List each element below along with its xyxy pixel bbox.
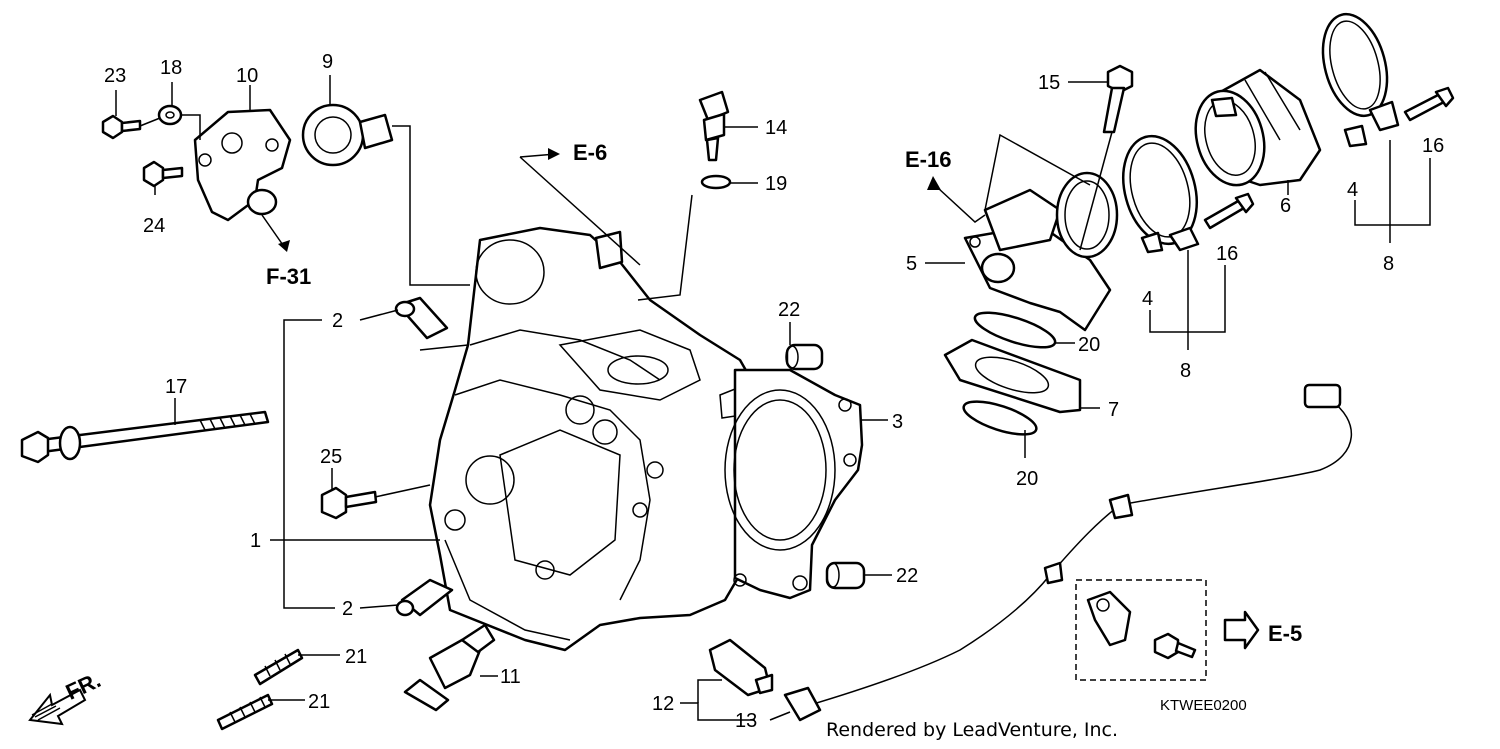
callout-14: 14 (765, 117, 787, 139)
callout-15: 15 (1038, 72, 1060, 94)
callout-10: 10 (236, 65, 258, 87)
callout-7: 7 (1108, 399, 1119, 421)
callout-16-right: 16 (1422, 135, 1444, 157)
bolt-23 (101, 114, 142, 140)
stud-21-top (253, 648, 304, 686)
dowel-pin-22-top (785, 343, 824, 371)
front-arrow-icon (28, 688, 87, 726)
bolt-15 (1102, 64, 1134, 134)
bolt-25 (320, 486, 378, 520)
diagram-code: KTWEE0200 (1160, 697, 1247, 714)
ref-f31: F-31 (266, 264, 311, 289)
callout-2-top: 2 (332, 310, 343, 332)
callout-6: 6 (1280, 195, 1291, 217)
callout-12: 12 (652, 693, 674, 715)
callout-23: 23 (104, 65, 126, 87)
sensor-cable (783, 383, 1353, 722)
callout-8-right: 8 (1383, 253, 1394, 275)
head-gasket (724, 368, 864, 600)
dowel-pin-top (394, 296, 449, 340)
callout-5: 5 (906, 253, 917, 275)
thermostat-cover (193, 108, 292, 222)
temperature-sensor (698, 90, 730, 162)
callout-2-bottom: 2 (342, 598, 353, 620)
clamp-screw-16-left (1203, 192, 1255, 230)
callout-4-right: 4 (1347, 179, 1358, 201)
thermostat (301, 103, 394, 167)
callout-21-top: 21 (345, 646, 367, 668)
detail-box (1075, 579, 1260, 681)
washer-19 (700, 174, 732, 190)
insulator (943, 338, 1082, 414)
callout-8-left: 8 (1180, 360, 1191, 382)
clamp-band-left (1122, 134, 1200, 254)
washer-18 (157, 104, 183, 126)
callout-24: 24 (143, 215, 165, 237)
callout-labels: 1 2 2 3 4 4 5 6 7 8 8 9 10 11 12 13 14 1… (104, 51, 1444, 732)
spark-plug (403, 623, 496, 712)
callout-21-bottom: 21 (308, 691, 330, 713)
ref-e16: E-16 (905, 147, 951, 172)
callout-9: 9 (322, 51, 333, 73)
connecting-tube (1194, 68, 1322, 187)
dowel-pin-bottom (395, 578, 454, 617)
o-ring-20-top (973, 311, 1057, 349)
clamp-screw-16-right (1403, 86, 1455, 122)
clamp-band-right (1321, 12, 1400, 148)
callout-3: 3 (892, 411, 903, 433)
callout-18: 18 (160, 57, 182, 79)
stud-bolt (20, 410, 270, 464)
callout-16-left: 16 (1216, 243, 1238, 265)
callout-19: 19 (765, 173, 787, 195)
callout-1: 1 (250, 530, 261, 552)
stud-21-bottom (216, 693, 274, 731)
intake-pipe (963, 171, 1119, 332)
callout-22-top: 22 (778, 299, 800, 321)
callout-17: 17 (165, 376, 187, 398)
cylinder-head (428, 226, 772, 652)
dowel-pin-22-bottom (825, 561, 866, 590)
leader-lines (115, 75, 1431, 721)
o-ring-20-bottom (962, 400, 1038, 436)
callout-22-bottom: 22 (896, 565, 918, 587)
callout-13: 13 (735, 710, 757, 732)
callout-11: 11 (500, 666, 521, 688)
callout-20-bottom: 20 (1016, 468, 1038, 490)
callout-20-top: 20 (1078, 334, 1100, 356)
callout-25: 25 (320, 446, 342, 468)
callout-4-left: 4 (1142, 288, 1153, 310)
sensor-switch (708, 638, 774, 697)
bolt-24 (142, 160, 184, 188)
render-credit: Rendered by LeadVenture, Inc. (826, 719, 1118, 741)
ref-e6: E-6 (573, 140, 607, 165)
ref-e5: E-5 (1268, 621, 1302, 646)
